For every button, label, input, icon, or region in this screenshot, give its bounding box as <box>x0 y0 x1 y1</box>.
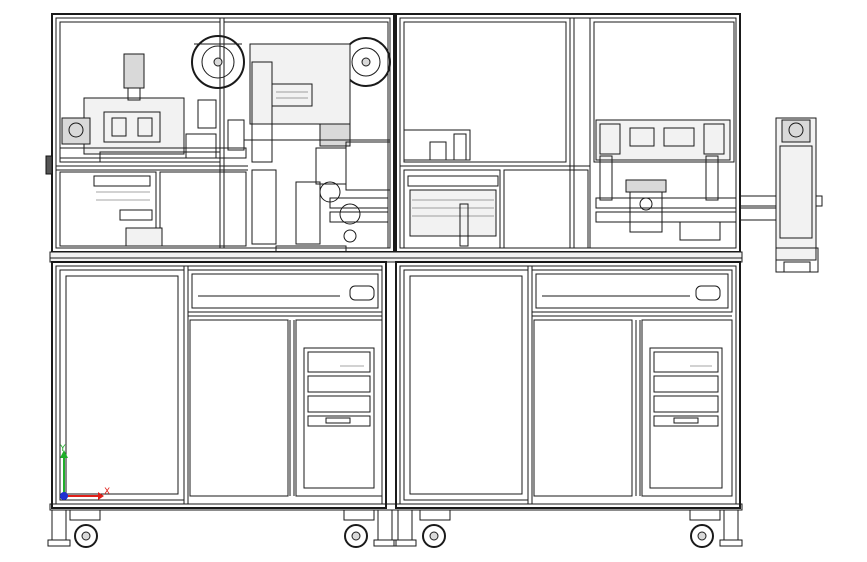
triad-y-label: Y <box>59 444 66 454</box>
triad-y-arrowhead <box>60 450 68 458</box>
triad-z-axis <box>60 492 68 500</box>
caster-wheel-3 <box>393 509 451 548</box>
right-cabinet <box>395 261 741 509</box>
left-drawer-unit <box>303 347 375 489</box>
left-cabinet <box>51 261 387 509</box>
worktop <box>49 251 743 263</box>
view-orientation-triad[interactable]: X Y <box>59 444 110 500</box>
caster-wheel-4 <box>689 509 743 548</box>
base-frame <box>49 503 743 511</box>
triad-x-label: X <box>104 487 110 497</box>
right-mechanism <box>403 119 737 247</box>
left-film-reel <box>191 35 245 89</box>
side-conveyor <box>739 117 823 273</box>
caster-wheel-1 <box>47 509 101 548</box>
triad-x-arrowhead <box>98 492 104 500</box>
right-drawer-unit <box>649 347 723 489</box>
left-mechanism <box>59 53 247 247</box>
label-applicator <box>244 43 391 253</box>
caster-wheel-2 <box>343 509 397 548</box>
side-handle <box>45 155 53 175</box>
